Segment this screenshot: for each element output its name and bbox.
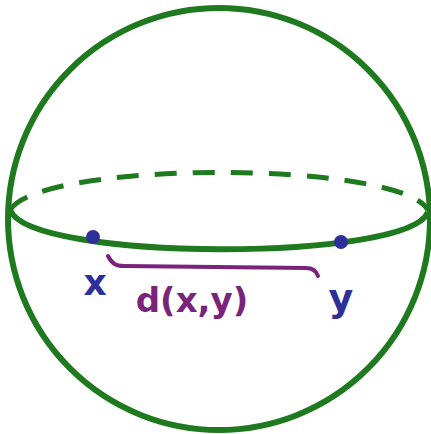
point-y (334, 235, 348, 249)
point-label: y (329, 279, 354, 317)
point-label: x (83, 265, 106, 301)
equator-front (10, 210, 428, 249)
distance-label: d(x,y) (136, 283, 248, 317)
equator-back (10, 173, 428, 211)
distance-bracket (108, 256, 318, 276)
sphere-outline (8, 8, 430, 430)
point-x (86, 230, 100, 244)
